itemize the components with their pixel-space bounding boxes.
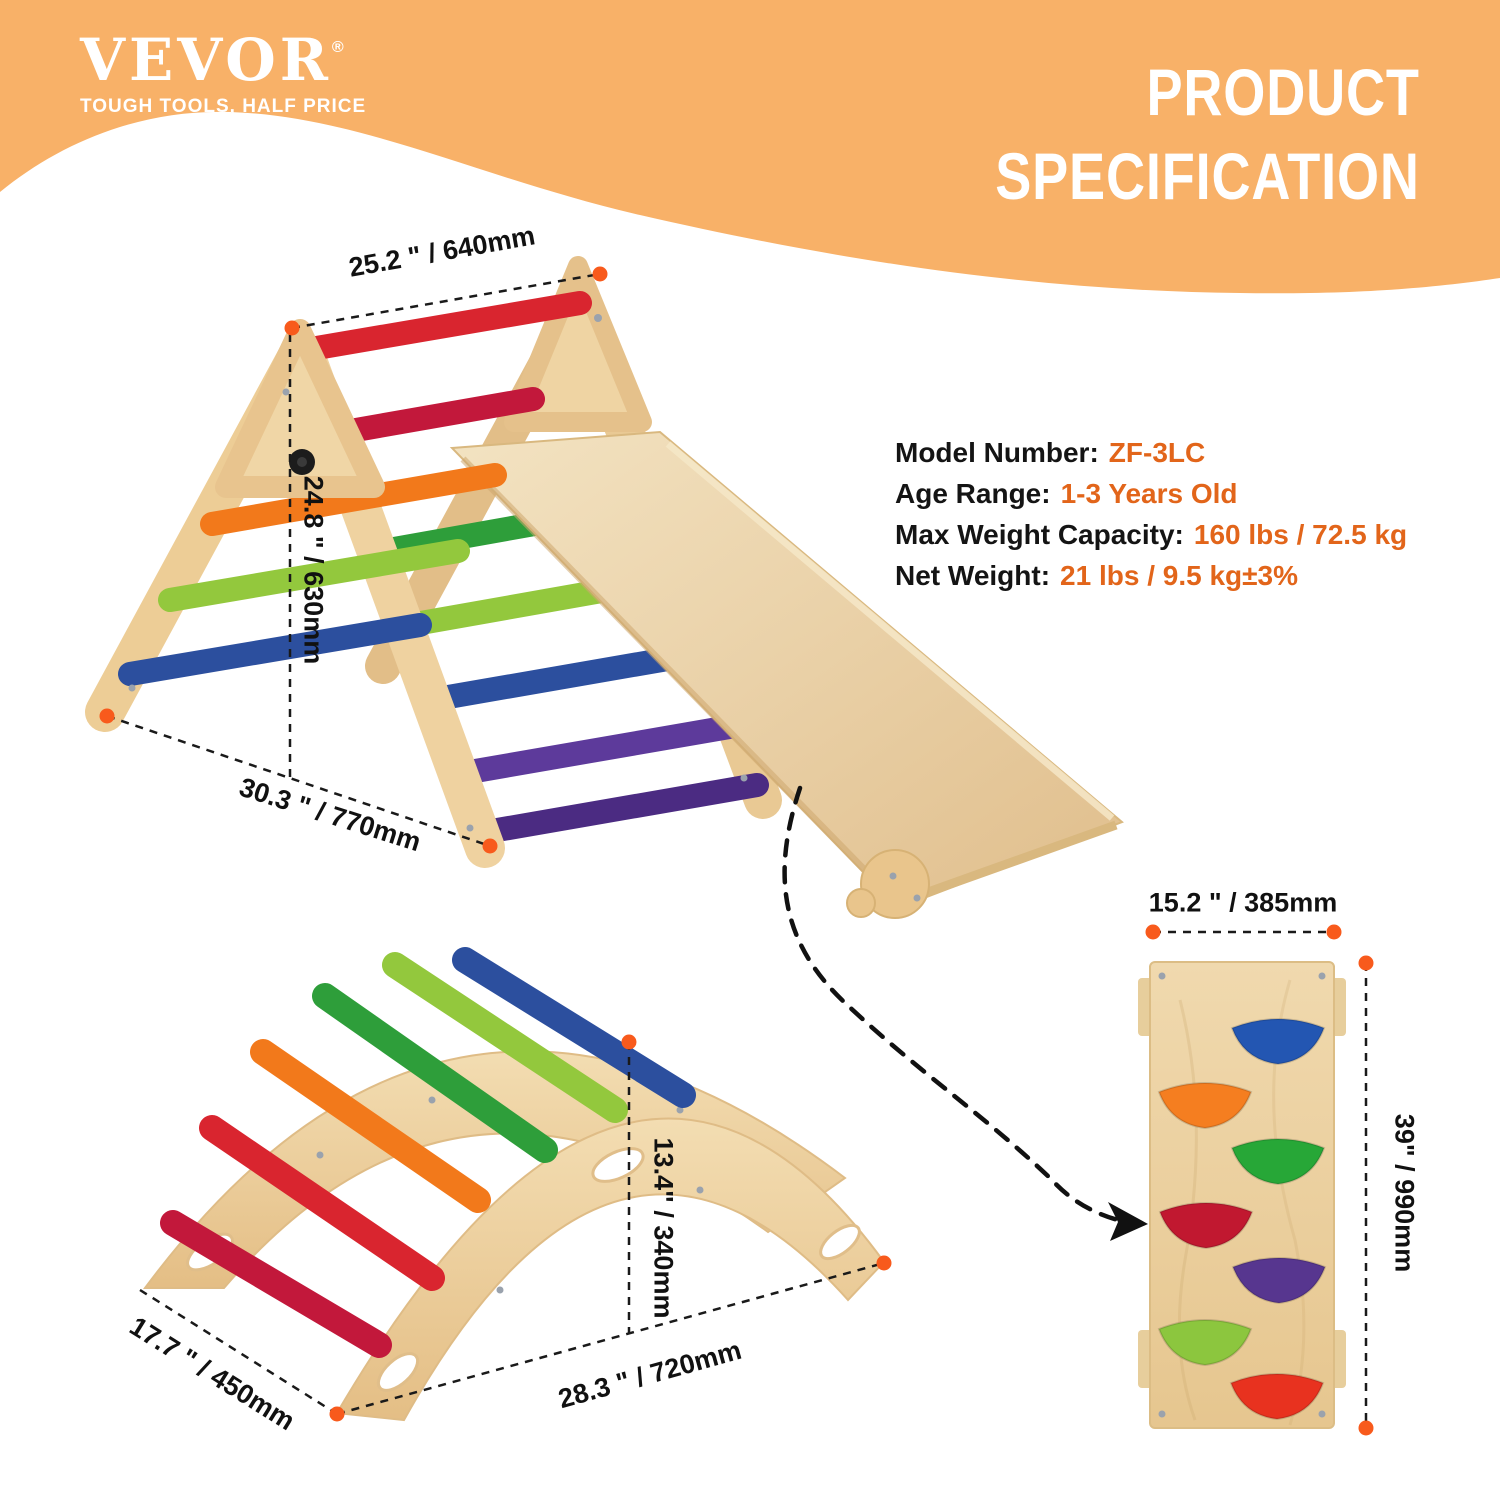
header-wave [0, 0, 1500, 294]
dim-label-board-width: 15.2 " / 385mm [1148, 887, 1338, 918]
dimension-endpoint-dots [99, 266, 1374, 1436]
brand-name: VEVOR [80, 26, 332, 94]
brand-logo: VEVOR® TOUGH TOOLS, HALF PRICE [80, 30, 366, 118]
spec-row-age-range: Age Range: 1-3 Years Old [895, 473, 1407, 514]
spec-value: ZF-3LC [1108, 437, 1206, 468]
slide-ramp-image [449, 430, 1124, 919]
spec-label: Age Range: [895, 478, 1051, 509]
brand-tagline: TOUGH TOOLS, HALF PRICE [80, 96, 367, 117]
dimension-lines [106, 272, 1368, 1428]
dim-label-arch-height: 13.4" / 340mm [648, 1137, 679, 1319]
spec-label: Model Number: [895, 437, 1099, 468]
climbing-board-image [1138, 961, 1346, 1429]
dim-label-triangle-height: 24.8 " / 630mm [298, 475, 329, 665]
page-title: PRODUCT SPECIFICATION [995, 50, 1420, 218]
climbing-triangle-image [85, 256, 1124, 919]
spec-label: Max Weight Capacity: [895, 519, 1184, 550]
arch-rungs [160, 947, 696, 1358]
dashed-connector-arrow [782, 785, 1148, 1241]
arch-rocker-image [143, 947, 886, 1422]
spec-row-net-weight: Net Weight: 21 lbs / 9.5 kg±3% [895, 555, 1407, 596]
page-title-line-1: PRODUCT [1146, 55, 1420, 129]
spec-list: Model Number: ZF-3LC Age Range: 1-3 Year… [895, 432, 1407, 596]
spec-value: 1-3 Years Old [1060, 478, 1238, 509]
rock-holds [1157, 1018, 1327, 1421]
spec-row-model-number: Model Number: ZF-3LC [895, 432, 1407, 473]
spec-value: 160 lbs / 72.5 kg [1193, 519, 1408, 550]
dim-label-board-height: 39" / 990mm [1389, 1113, 1420, 1273]
spec-label: Net Weight: [895, 560, 1051, 591]
spec-value: 21 lbs / 9.5 kg±3% [1060, 560, 1298, 591]
registered-mark-icon: ® [331, 39, 344, 56]
spec-row-max-weight: Max Weight Capacity: 160 lbs / 72.5 kg [895, 514, 1407, 555]
page-title-line-2: SPECIFICATION [995, 139, 1420, 213]
